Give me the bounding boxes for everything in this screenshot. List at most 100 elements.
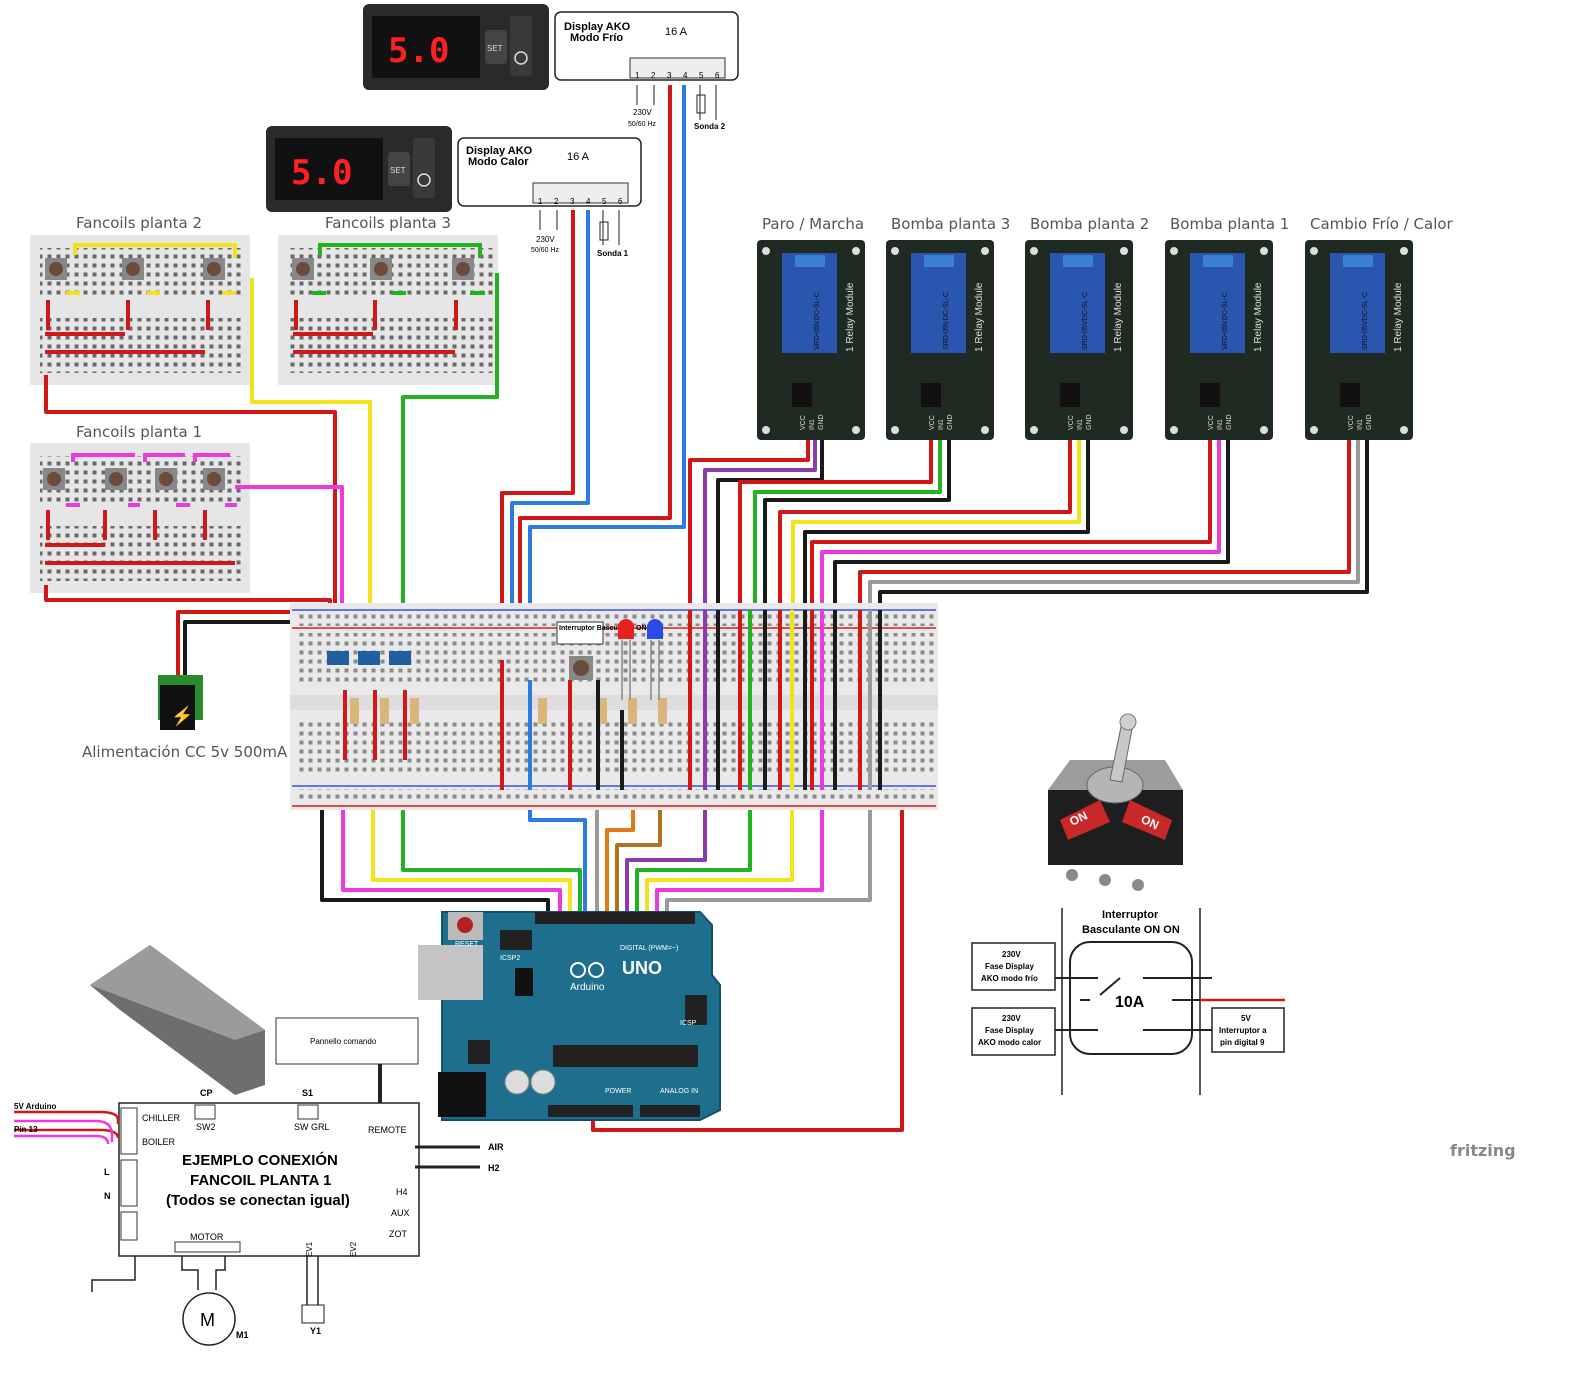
fancoils-board-1: Fancoils planta 1 bbox=[30, 423, 250, 593]
terminal: 4 bbox=[586, 197, 591, 206]
fritzing-logo: fritzing bbox=[1450, 1141, 1516, 1160]
heat-probe: Sonda 1 bbox=[597, 249, 629, 258]
m1-label: M1 bbox=[236, 1330, 249, 1340]
cold-title-1: Display AKO bbox=[564, 21, 631, 33]
terminal: 2 bbox=[651, 71, 656, 80]
panel-label: Pannello comando bbox=[310, 1037, 377, 1046]
ev1-label: EV1 bbox=[305, 1241, 314, 1257]
analog-label: ANALOG IN bbox=[660, 1088, 698, 1095]
relay-title: Bomba planta 2 bbox=[1030, 215, 1149, 233]
aux-label: AUX bbox=[391, 1208, 410, 1218]
s1-label: S1 bbox=[302, 1088, 313, 1098]
motor-symbol: M bbox=[200, 1310, 215, 1330]
fancoils-1-label: Fancoils planta 1 bbox=[76, 423, 202, 441]
heat-display-reading: 5.0 bbox=[291, 153, 352, 193]
relay-module-label: 1 Relay Module bbox=[1113, 282, 1124, 352]
tag-line: Fase Display bbox=[985, 1026, 1034, 1035]
icsp2-label: ICSP2 bbox=[500, 955, 520, 962]
relay-pin-label: GND bbox=[1226, 414, 1233, 430]
terminal: 2 bbox=[554, 197, 559, 206]
heat-amps: 16 A bbox=[567, 151, 590, 163]
lightning-icon: ⚡ bbox=[171, 705, 193, 727]
cold-title-2: Modo Frío bbox=[570, 32, 623, 44]
relay-pin-label: VCC bbox=[929, 415, 936, 430]
relay-pin-label: VCC bbox=[1208, 415, 1215, 430]
heat-set-label: SET bbox=[390, 166, 406, 175]
fancoil-title-3: (Todos se conectan igual) bbox=[166, 1192, 350, 1209]
power-icon bbox=[417, 173, 431, 187]
tag-line: 230V bbox=[1002, 1014, 1021, 1023]
icsp-label: ICSP bbox=[680, 1020, 697, 1027]
ako-diagram-cold: Display AKO Modo Frío 16 A 1 2 3 4 5 6 2… bbox=[554, 11, 739, 131]
toggle-switch-photo: ON ON bbox=[1048, 713, 1183, 891]
cold-freq: 50/60 Hz bbox=[628, 121, 657, 128]
heat-freq: 50/60 Hz bbox=[531, 247, 560, 254]
power-icon bbox=[514, 51, 528, 65]
uno-label: UNO bbox=[622, 958, 662, 978]
reset-label: RESET bbox=[455, 941, 479, 948]
relay-part-label: SRD-05VDC-SL-C bbox=[1362, 292, 1369, 350]
relay-title: Bomba planta 1 bbox=[1170, 215, 1289, 233]
fancoil-title-1: EJEMPLO CONEXIÓN bbox=[182, 1151, 338, 1169]
h4-label: H4 bbox=[396, 1187, 408, 1197]
relay-module-label: 1 Relay Module bbox=[845, 282, 856, 352]
fancoils-board-2: Fancoils planta 2 bbox=[30, 214, 250, 385]
relay-module-label: 1 Relay Module bbox=[1393, 282, 1404, 352]
fancoils-2-label: Fancoils planta 2 bbox=[76, 214, 202, 232]
cold-display-reading: 5.0 bbox=[388, 31, 449, 71]
heat-title-1: Display AKO bbox=[466, 145, 533, 157]
relay-part-label: SRD-05VDC-SL-C bbox=[814, 292, 821, 350]
relay-pin-label: GND bbox=[818, 414, 825, 430]
fancoil-example: Pannello comando 5V Arduino Pin 13 CHILL… bbox=[14, 945, 504, 1346]
toggle-switch-schematic: Interruptor Basculante ON ON 10A 230V Fa… bbox=[971, 908, 1285, 1095]
toggle-rating: 10A bbox=[1115, 994, 1145, 1011]
remote-label: REMOTE bbox=[368, 1125, 407, 1135]
infinity-icon bbox=[570, 962, 586, 978]
y1-label: Y1 bbox=[310, 1326, 321, 1336]
tag-line: AKO modo frío bbox=[981, 974, 1038, 983]
relay-pin-label: IN1 bbox=[1357, 419, 1364, 430]
zot-label: ZOT bbox=[389, 1229, 407, 1239]
boiler-label: BOILER bbox=[142, 1137, 176, 1147]
relay-module-label: 1 Relay Module bbox=[974, 282, 985, 352]
chiller-label: CHILLER bbox=[142, 1113, 181, 1123]
l-label: L bbox=[104, 1167, 110, 1177]
relay-pin-label: VCC bbox=[800, 415, 807, 430]
power-header-label: POWER bbox=[605, 1088, 631, 1095]
arduino-uno: RESET ICSP2 DIGITAL (PWM=~) UNO Arduino … bbox=[418, 911, 721, 1121]
terminal: 3 bbox=[570, 197, 575, 206]
cold-voltage: 230V bbox=[633, 108, 652, 117]
relay-title: Bomba planta 3 bbox=[891, 215, 1010, 233]
ako-display-cold-photo: 5.0 SET bbox=[363, 4, 549, 90]
arduino-label: Arduino bbox=[570, 982, 605, 993]
terminal: 6 bbox=[715, 71, 720, 80]
terminal: 1 bbox=[635, 71, 640, 80]
tag-line: AKO modo calor bbox=[978, 1038, 1041, 1047]
toggle-title-2: Basculante ON ON bbox=[1082, 924, 1180, 936]
h2-label: H2 bbox=[488, 1163, 500, 1173]
relay-pin-label: GND bbox=[1086, 414, 1093, 430]
terminal: 4 bbox=[683, 71, 688, 80]
tag-line: pin digital 9 bbox=[1220, 1038, 1265, 1047]
relay-pin-label: VCC bbox=[1068, 415, 1075, 430]
power-label: Alimentación CC 5v 500mA bbox=[82, 743, 288, 761]
relay-pin-label: IN1 bbox=[938, 419, 945, 430]
terminal: 3 bbox=[667, 71, 672, 80]
terminal: 5 bbox=[699, 71, 704, 80]
n-label: N bbox=[104, 1191, 111, 1201]
relay-pin-label: VCC bbox=[1348, 415, 1355, 430]
wire-5v-label: 5V Arduino bbox=[14, 1102, 56, 1111]
ev2-label: EV2 bbox=[349, 1241, 358, 1257]
dc-power-jack: ⚡ Alimentación CC 5v 500mA bbox=[82, 675, 288, 761]
main-breadboard: Interruptor Basculante ON ON bbox=[290, 603, 938, 810]
tag-line: 230V bbox=[1002, 950, 1021, 959]
tag-line: 5V bbox=[1241, 1014, 1251, 1023]
relay-part-label: SRD-05VDC-SL-C bbox=[1082, 292, 1089, 350]
relay-part-label: SRD-05VDC-SL-C bbox=[943, 292, 950, 350]
fancoils-3-label: Fancoils planta 3 bbox=[325, 214, 451, 232]
relay-pin-label: IN1 bbox=[1217, 419, 1224, 430]
